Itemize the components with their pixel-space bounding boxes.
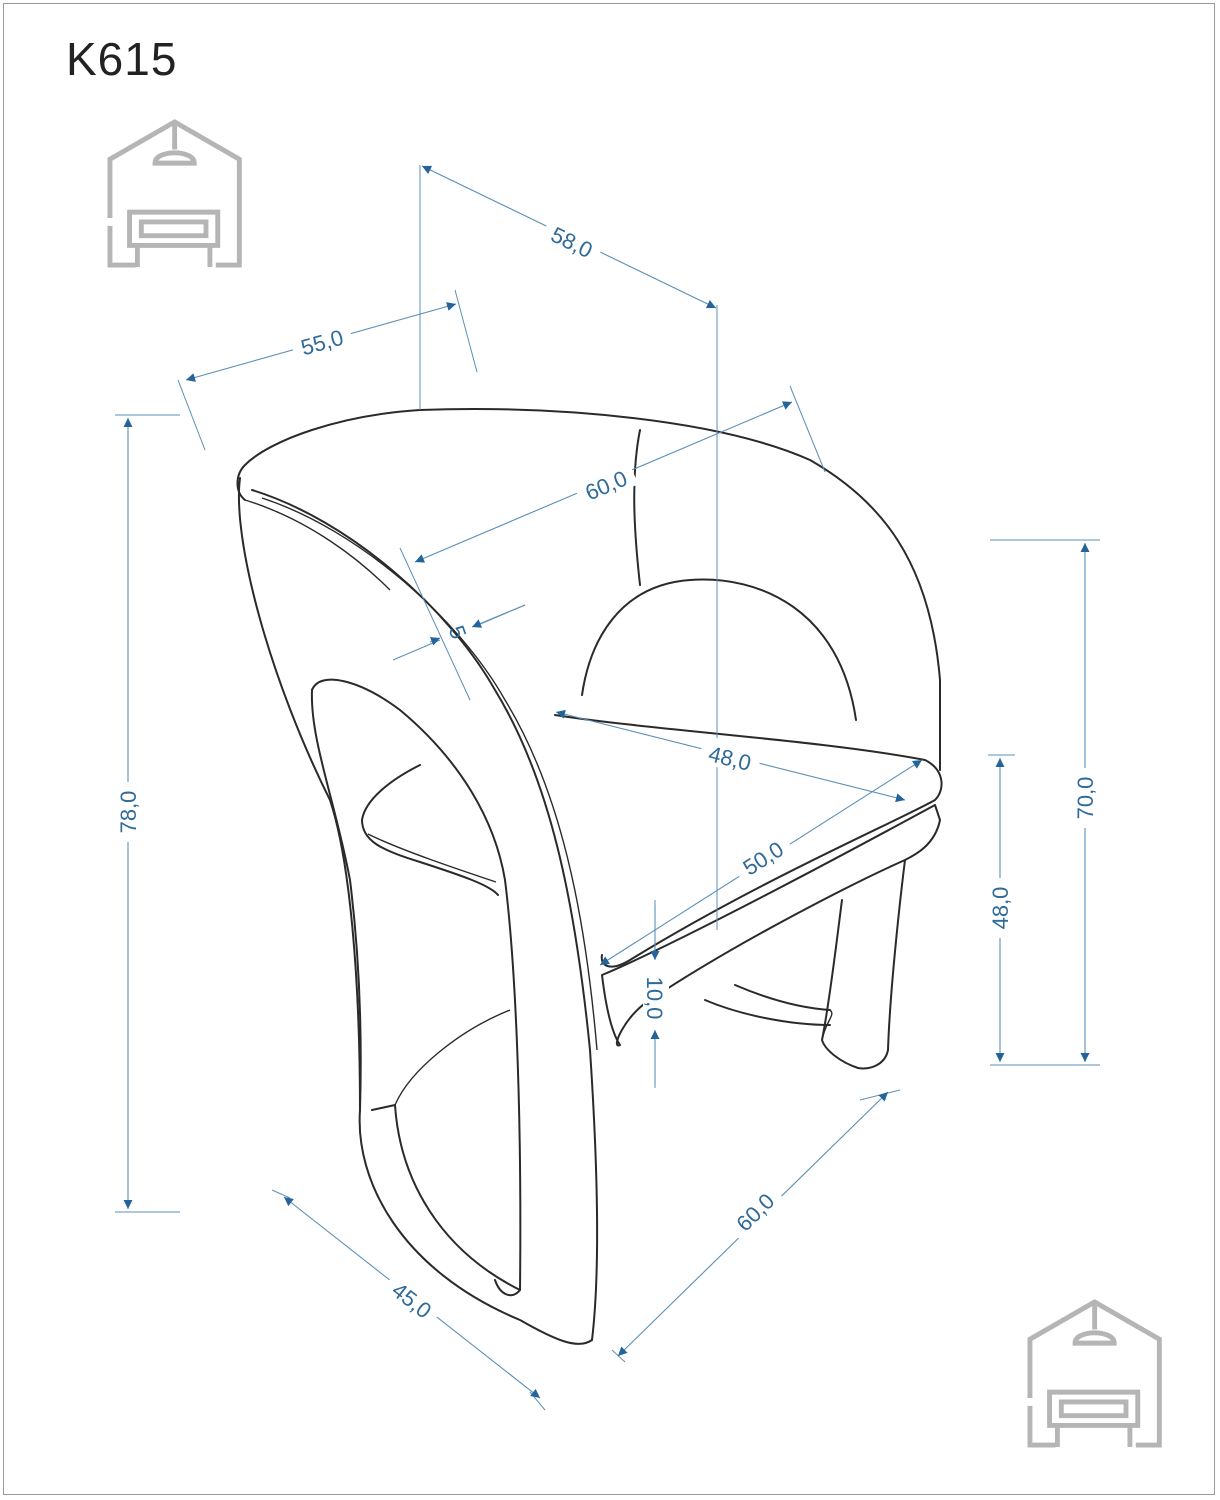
dim-label-total-height: 78,0: [116, 791, 141, 834]
dim-label-seat-height: 48,0: [988, 887, 1013, 930]
dimension-labels: 58,0 55,0 60,0 5 48,0 50,0 10,0 78,0: [112, 214, 1098, 1328]
dim-line-5: [429, 637, 441, 646]
chair-outline: [236, 408, 943, 1345]
model-title: K615: [66, 33, 178, 85]
dim-label-depth-arm: 55,0: [298, 325, 346, 361]
house-sofa-logo-icon: [110, 122, 239, 267]
dim-label-width-back: 60,0: [582, 466, 631, 506]
dim-label-cushion: 10,0: [642, 977, 667, 1020]
house-sofa-logo-icon-bottom: [1030, 1302, 1159, 1447]
dim-line-5b: [471, 604, 526, 628]
extension-lines: [115, 165, 1100, 1411]
dim-label-arm-height: 70,0: [1073, 777, 1098, 820]
drawing-frame: [3, 3, 1215, 1495]
